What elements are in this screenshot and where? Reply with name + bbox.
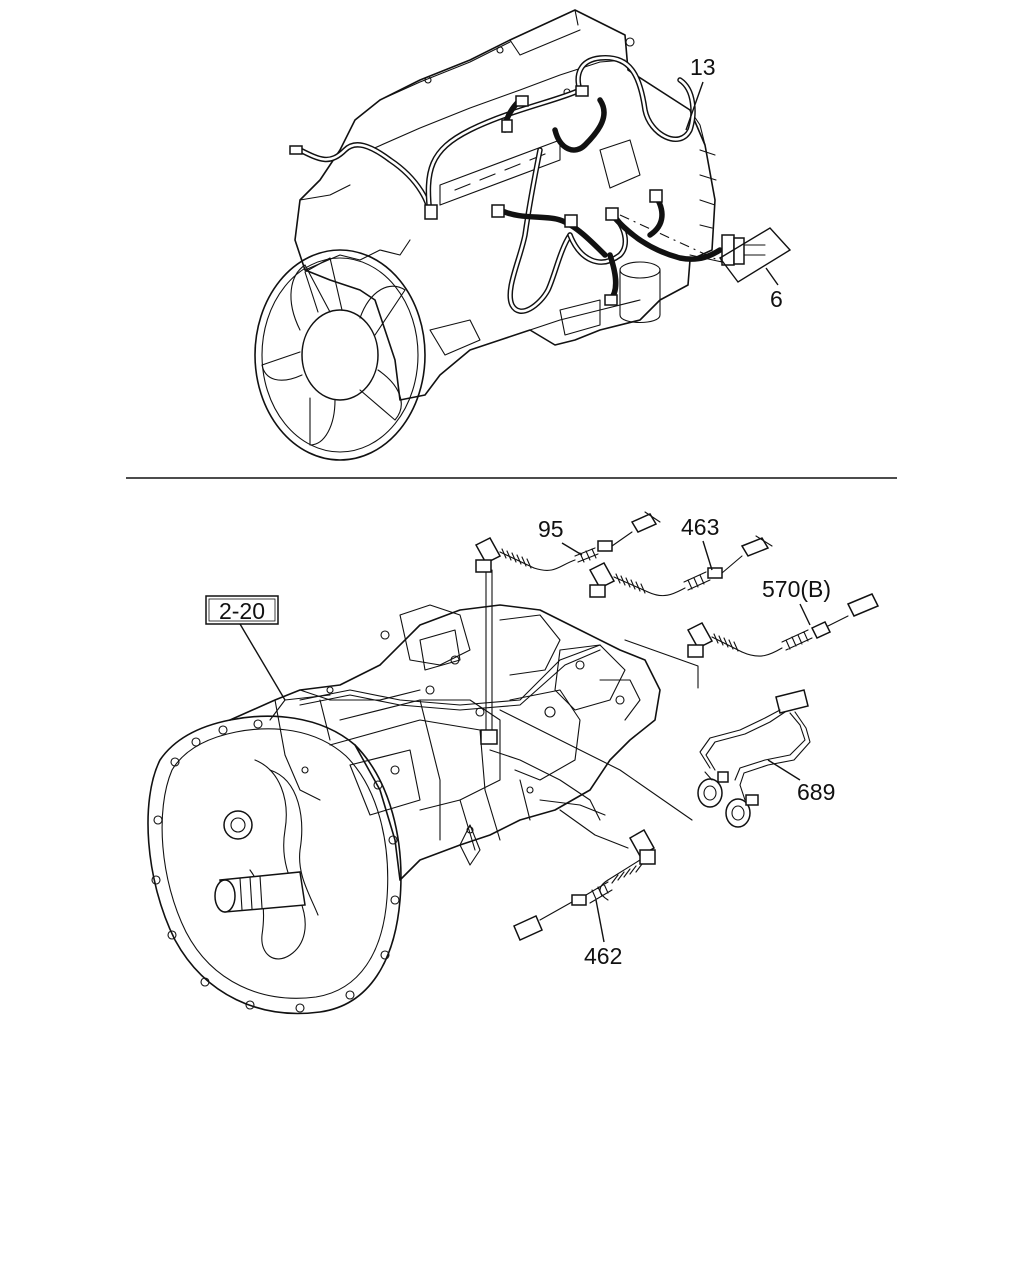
callout-689: 689 [767, 759, 835, 805]
harness-689 [697, 689, 811, 828]
callout-6: 6 [718, 227, 792, 312]
callout-463-label: 463 [681, 514, 719, 540]
sensor-570b [686, 593, 880, 658]
callout-462: 462 [584, 899, 622, 969]
sensor-462 [513, 828, 656, 941]
callout-570b: 570(B) [762, 576, 831, 626]
callout-462-label: 462 [584, 943, 622, 969]
reference-box-2-20[interactable]: 2-20 [205, 595, 286, 701]
reference-box-label: 2-20 [219, 598, 265, 624]
sensor-95 [474, 511, 661, 573]
callout-6-label: 6 [770, 286, 783, 312]
sensor-463 [588, 535, 773, 598]
callout-95: 95 [538, 516, 583, 556]
callout-13: 13 [685, 54, 716, 131]
transmission-illustration [147, 569, 699, 1015]
callout-13-label: 13 [690, 54, 716, 80]
callout-463: 463 [681, 514, 719, 571]
engine-illustration [254, 9, 766, 461]
callout-95-label: 95 [538, 516, 564, 542]
callout-689-label: 689 [797, 779, 835, 805]
callout-570b-label: 570(B) [762, 576, 831, 602]
